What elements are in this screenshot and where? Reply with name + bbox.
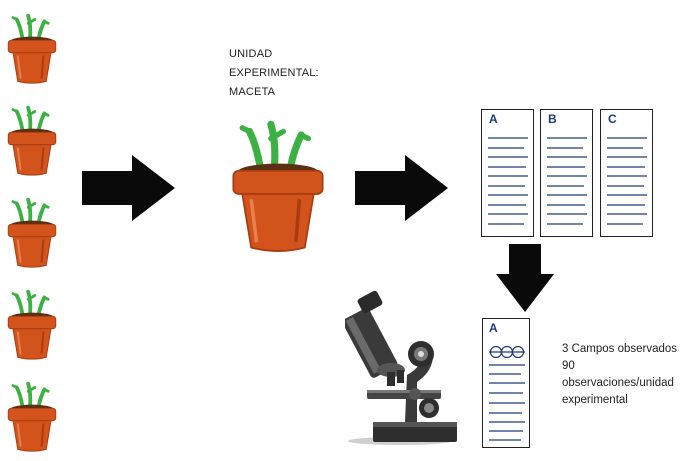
potted-seedling-icon (6, 105, 58, 178)
result-line1: 3 Campos observados (562, 343, 678, 355)
slide-letter: A (489, 321, 498, 335)
slide-b: B (540, 109, 593, 237)
slide-c: C (600, 109, 653, 237)
unit-label-line1: UNIDAD (229, 48, 273, 60)
slide-lines (547, 137, 587, 225)
arrow-down-icon (496, 244, 554, 312)
slide-letter: A (489, 112, 498, 126)
unit-label-line3: MACETA (229, 86, 276, 98)
slide-letter: B (548, 112, 557, 126)
slide-lines (607, 137, 647, 225)
potted-seedling-icon (6, 197, 58, 270)
arrow-right-icon (82, 155, 175, 221)
slide-letter: C (608, 112, 617, 126)
result-line2: 90 (562, 360, 575, 372)
observed-slide-a: A (482, 318, 530, 448)
potted-seedling-icon (6, 381, 58, 454)
slide-lines (488, 137, 528, 225)
arrow-right-icon (355, 155, 448, 221)
slide-lines (489, 345, 525, 441)
unit-label-line2: EXPERIMENTAL: (229, 67, 319, 79)
potted-seedling-icon (6, 13, 58, 86)
large-potted-seedling-icon (228, 112, 328, 258)
microscope-icon (345, 290, 457, 445)
potted-seedling-icon (6, 289, 58, 362)
experimental-unit-label: UNIDAD EXPERIMENTAL: MACETA (229, 45, 349, 102)
result-line4: experimental (562, 394, 628, 406)
result-description: 3 Campos observados 90 observaciones/uni… (562, 341, 692, 409)
slide-a: A (481, 109, 534, 237)
result-line3: observaciones/unidad (562, 377, 674, 389)
